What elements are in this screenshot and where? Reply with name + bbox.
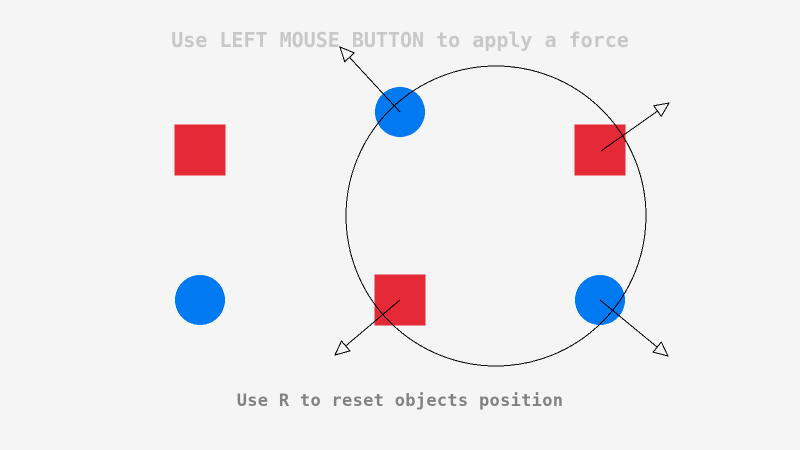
force-arrow-head-2 bbox=[652, 102, 670, 118]
force-arrow-head-1 bbox=[339, 46, 356, 63]
red-box-top-right[interactable] bbox=[574, 124, 626, 176]
force-arrow-shaft-1 bbox=[349, 56, 401, 113]
blue-ball-left[interactable] bbox=[175, 275, 225, 325]
force-arrow-shaft-3 bbox=[345, 299, 401, 347]
apply-force-hint: Use LEFT MOUSE BUTTON to apply a force bbox=[171, 28, 629, 52]
reset-hint: Use R to reset objects position bbox=[236, 391, 564, 411]
force-arrow-shaft-2 bbox=[600, 110, 658, 152]
force-arrow-shaft-4 bbox=[599, 299, 658, 348]
red-box-left[interactable] bbox=[174, 124, 226, 176]
force-arrow-head-4 bbox=[652, 341, 669, 357]
force-arrow-head-3 bbox=[334, 340, 351, 356]
boundary-circle bbox=[345, 65, 647, 367]
